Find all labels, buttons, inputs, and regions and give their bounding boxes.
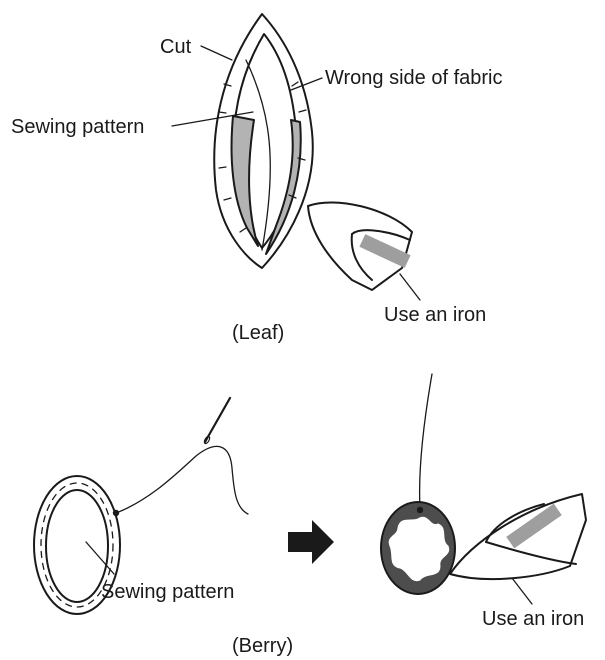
berry-sewing-pattern (46, 490, 108, 602)
berry-pattern-leader (86, 542, 114, 574)
berry-caption: (Berry) (232, 636, 293, 656)
needle-icon (205, 398, 230, 442)
leaf-caption: (Leaf) (232, 323, 284, 343)
leaf-folded-fabric-left (232, 116, 258, 246)
leaf-iron-label: Use an iron (384, 305, 486, 325)
cut-leader (201, 46, 232, 60)
berry-iron-leader (512, 578, 532, 604)
gathered-berry (381, 374, 455, 594)
leaf-pattern-label: Sewing pattern (11, 117, 144, 137)
leaf-illustration (172, 14, 322, 268)
cut-label: Cut (160, 37, 191, 57)
leaf-iron-icon (308, 202, 420, 300)
berry-thread (116, 446, 248, 514)
berry-iron-label: Use an iron (482, 609, 584, 629)
right-arrow-icon (288, 520, 334, 564)
wrong-side-label: Wrong side of fabric (325, 68, 503, 88)
gathered-thread (420, 374, 432, 508)
berry-pattern-label: Sewing pattern (101, 582, 234, 602)
leaf-iron-leader (400, 274, 420, 300)
berry-iron-icon (450, 494, 586, 604)
